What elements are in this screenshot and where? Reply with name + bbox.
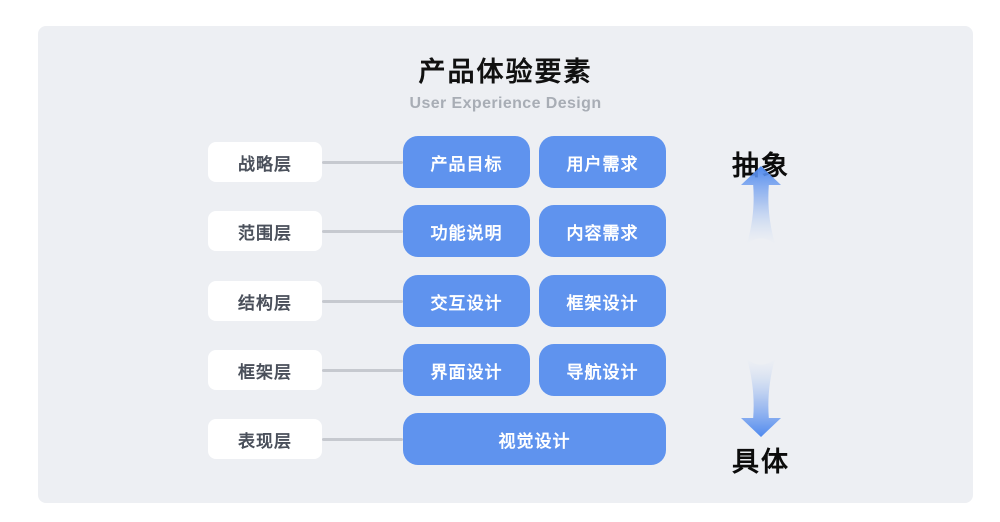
up-arrow-icon: [741, 166, 781, 244]
element-box-visual-design: 视觉设计: [403, 413, 666, 465]
page-subtitle: User Experience Design: [409, 95, 602, 112]
diagram-panel: 产品体验要素 User Experience Design 战略层 产品目标 用…: [38, 26, 973, 503]
layer-row-surface: 表现层 视觉设计: [208, 413, 666, 465]
layer-label-strategy: 战略层: [208, 142, 322, 182]
axis-label-concrete: 具体: [732, 447, 790, 477]
page-title: 产品体验要素: [418, 57, 593, 87]
layer-row-strategy: 战略层 产品目标 用户需求: [208, 136, 666, 188]
element-box-interface-design: 界面设计: [403, 344, 530, 396]
element-box-information-architecture: 框架设计: [539, 275, 666, 327]
down-arrow-icon: [741, 359, 781, 437]
layer-row-structure: 结构层 交互设计 框架设计: [208, 275, 666, 327]
element-box-functional-specs: 功能说明: [403, 205, 530, 257]
layer-row-scope: 范围层 功能说明 内容需求: [208, 205, 666, 257]
element-box-navigation-design: 导航设计: [539, 344, 666, 396]
layer-label-structure: 结构层: [208, 281, 322, 321]
connector-line: [322, 437, 403, 441]
element-box-content-requirements: 内容需求: [539, 205, 666, 257]
connector-line: [322, 299, 403, 303]
layer-label-scope: 范围层: [208, 211, 322, 251]
connector-line: [322, 368, 403, 372]
connector-line: [322, 229, 403, 233]
abstract-concrete-axis: 抽象 具体: [723, 26, 799, 503]
title-block: 产品体验要素 User Experience Design: [38, 50, 973, 113]
layer-label-surface: 表现层: [208, 419, 322, 459]
layer-label-skeleton: 框架层: [208, 350, 322, 390]
connector-line: [322, 160, 403, 164]
element-box-interaction-design: 交互设计: [403, 275, 530, 327]
element-box-user-needs: 用户需求: [539, 136, 666, 188]
element-box-product-goals: 产品目标: [403, 136, 530, 188]
layer-row-skeleton: 框架层 界面设计 导航设计: [208, 344, 666, 396]
